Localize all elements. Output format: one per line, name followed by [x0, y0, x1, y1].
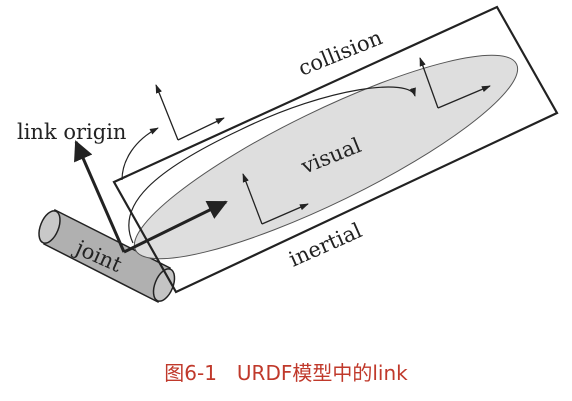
- figure-caption: 图6-1 URDF模型中的link: [164, 361, 408, 385]
- inertial-curve: [128, 86, 416, 244]
- link-origin-label: link origin: [17, 120, 126, 144]
- collision-label: collision: [295, 25, 386, 80]
- origin-to-collision-arrow: [121, 127, 159, 181]
- visual-frame: [419, 57, 491, 109]
- link-origin-frame: [74, 140, 228, 254]
- collision-frame: [155, 84, 225, 141]
- collision-box: [112, 5, 559, 294]
- inertial-frame: [242, 173, 309, 225]
- visual-ellipse: [133, 54, 519, 260]
- inertial-label: inertial: [285, 218, 365, 271]
